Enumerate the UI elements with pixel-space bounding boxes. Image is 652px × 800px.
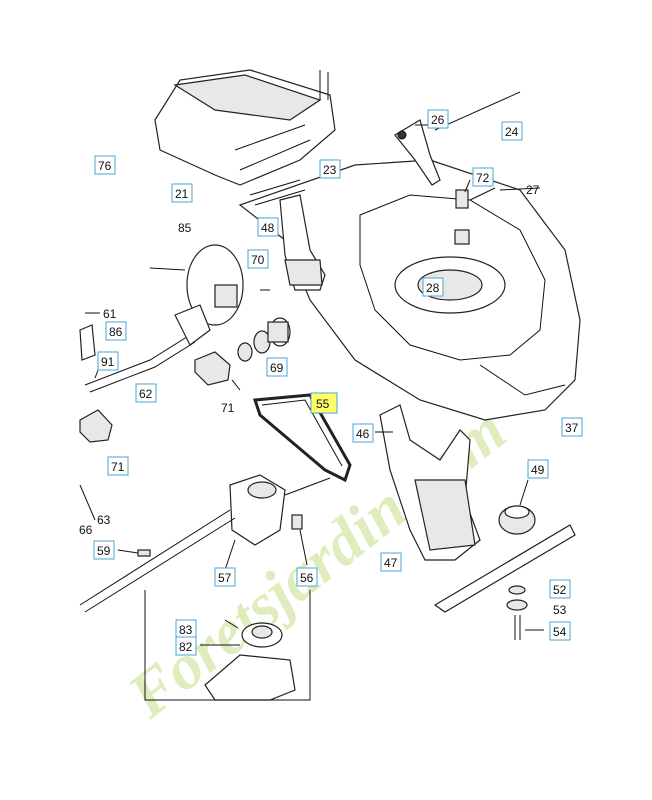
svg-text:54: 54 bbox=[553, 625, 567, 639]
svg-text:70: 70 bbox=[251, 253, 265, 267]
label-26: 26 bbox=[427, 109, 449, 129]
svg-text:24: 24 bbox=[505, 125, 519, 139]
blade-assembly bbox=[433, 505, 576, 640]
label-27: 27 bbox=[526, 183, 540, 197]
label-72: 72 bbox=[472, 167, 494, 187]
svg-text:76: 76 bbox=[98, 159, 112, 173]
label-91: 91 bbox=[97, 351, 119, 371]
svg-text:23: 23 bbox=[323, 163, 337, 177]
svg-text:71: 71 bbox=[221, 401, 235, 415]
lower-pulley-assembly bbox=[144, 590, 311, 701]
label-71-upper: 71 bbox=[221, 401, 235, 415]
svg-text:46: 46 bbox=[356, 427, 370, 441]
svg-text:72: 72 bbox=[476, 171, 490, 185]
fitting-72 bbox=[454, 189, 470, 245]
label-49: 49 bbox=[527, 459, 549, 479]
svg-text:63: 63 bbox=[97, 513, 111, 527]
axle-parts bbox=[237, 317, 291, 362]
label-55: 55 bbox=[310, 392, 338, 414]
label-76: 76 bbox=[94, 155, 116, 175]
throttle-lever bbox=[394, 119, 441, 186]
svg-text:53: 53 bbox=[553, 603, 567, 617]
label-63: 63 bbox=[97, 513, 111, 527]
svg-text:66: 66 bbox=[79, 523, 93, 537]
svg-text:21: 21 bbox=[175, 187, 189, 201]
label-57: 57 bbox=[214, 567, 236, 587]
svg-text:62: 62 bbox=[139, 387, 153, 401]
svg-text:48: 48 bbox=[261, 221, 275, 235]
label-66: 66 bbox=[79, 523, 93, 537]
svg-text:27: 27 bbox=[526, 183, 540, 197]
svg-text:26: 26 bbox=[431, 113, 445, 127]
label-28: 28 bbox=[422, 277, 444, 297]
height-lever bbox=[79, 304, 211, 393]
label-47: 47 bbox=[380, 552, 402, 572]
label-85: 85 bbox=[178, 221, 192, 235]
label-62: 62 bbox=[135, 383, 157, 403]
label-56: 56 bbox=[296, 567, 318, 587]
cable bbox=[434, 91, 521, 131]
svg-text:56: 56 bbox=[300, 571, 314, 585]
label-48: 48 bbox=[257, 217, 279, 237]
label-54: 54 bbox=[549, 621, 571, 641]
svg-text:37: 37 bbox=[565, 421, 579, 435]
drive-belt bbox=[252, 393, 352, 483]
wheel-cap bbox=[149, 244, 244, 326]
svg-text:91: 91 bbox=[101, 355, 115, 369]
collector-cover bbox=[154, 69, 336, 186]
svg-text:52: 52 bbox=[553, 583, 567, 597]
svg-text:59: 59 bbox=[97, 544, 111, 558]
pin-59 bbox=[137, 549, 151, 557]
label-23: 23 bbox=[319, 159, 341, 179]
height-bracket bbox=[279, 194, 326, 291]
svg-text:83: 83 bbox=[179, 623, 193, 637]
label-71-lower: 71 bbox=[107, 456, 129, 476]
label-24: 24 bbox=[501, 121, 523, 141]
svg-text:61: 61 bbox=[103, 307, 117, 321]
svg-text:28: 28 bbox=[426, 281, 440, 295]
label-46: 46 bbox=[352, 423, 374, 443]
label-59: 59 bbox=[93, 540, 115, 560]
svg-text:69: 69 bbox=[270, 361, 284, 375]
label-86: 86 bbox=[105, 321, 127, 341]
svg-text:71: 71 bbox=[111, 460, 125, 474]
knob-upper bbox=[194, 351, 231, 386]
svg-text:57: 57 bbox=[218, 571, 232, 585]
label-52: 52 bbox=[549, 579, 571, 599]
svg-text:55: 55 bbox=[316, 397, 330, 411]
svg-text:85: 85 bbox=[178, 221, 192, 235]
label-83: 83 bbox=[175, 619, 197, 639]
label-53: 53 bbox=[553, 603, 567, 617]
label-69: 69 bbox=[266, 357, 288, 377]
gearbox bbox=[79, 474, 331, 613]
label-70: 70 bbox=[247, 249, 269, 269]
svg-text:86: 86 bbox=[109, 325, 123, 339]
label-82: 82 bbox=[175, 636, 197, 656]
knob-lower bbox=[79, 409, 113, 443]
discharge-chute bbox=[379, 404, 481, 561]
svg-text:82: 82 bbox=[179, 640, 193, 654]
label-37: 37 bbox=[561, 417, 583, 437]
svg-text:47: 47 bbox=[384, 556, 398, 570]
label-21: 21 bbox=[171, 183, 193, 203]
mower-deck bbox=[238, 159, 581, 421]
label-61: 61 bbox=[103, 307, 117, 321]
svg-text:49: 49 bbox=[531, 463, 545, 477]
fitting-56 bbox=[291, 514, 303, 530]
